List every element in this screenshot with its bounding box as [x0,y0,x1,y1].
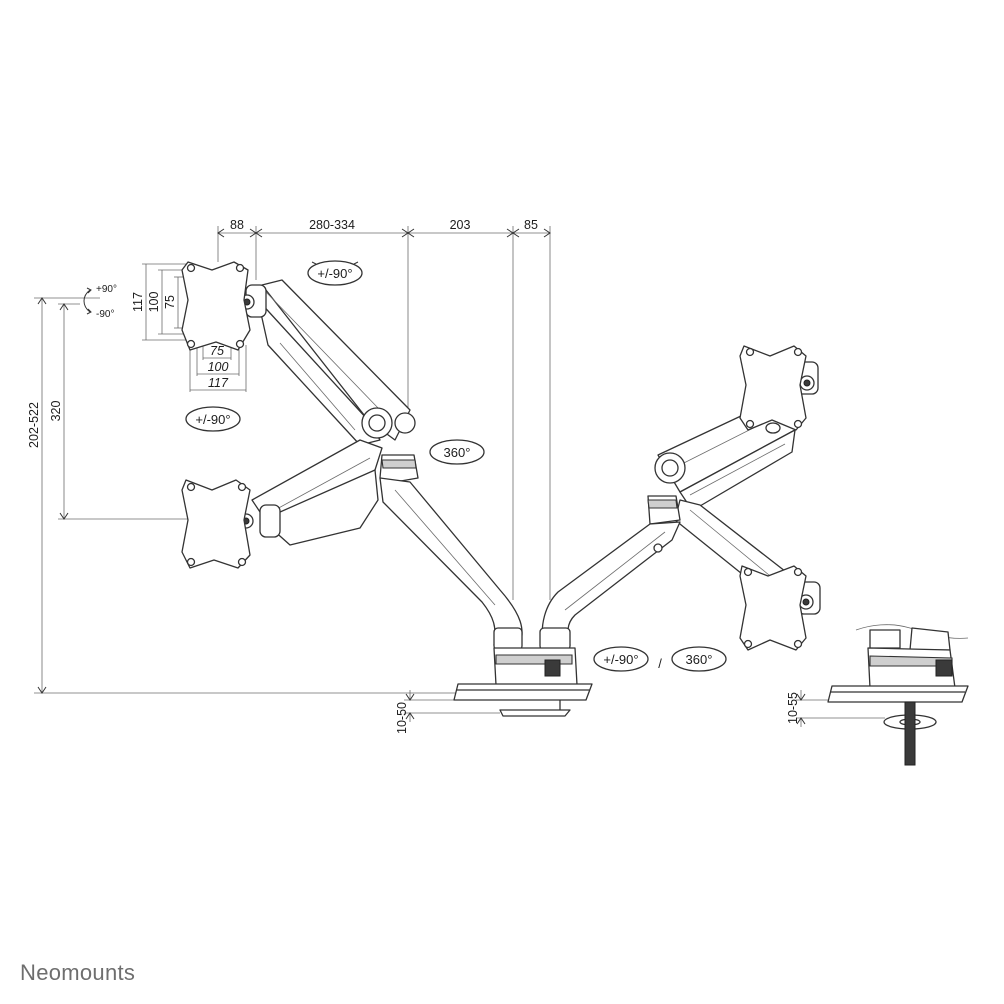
swivel-base-badge [671,646,727,672]
left-arm-upper [239,279,416,446]
dim-280-334: 280-334 [309,218,355,232]
left-arm-lower [238,439,383,546]
dim-203: 203 [450,218,471,232]
dim-320: 320 [49,401,63,422]
dim-85: 85 [524,218,538,232]
dim-117-horizontal: 117 [208,376,229,390]
rotation-minus90: -90° [96,309,114,320]
rotation-separator: / [658,656,662,671]
dim-10-50: 10-50 [395,702,409,734]
rotation-tilt-top: +/-90° [317,266,352,281]
vesa-plate-upper-left [181,261,251,351]
dim-88: 88 [230,218,244,232]
desk-clamp-base [453,647,593,717]
dimension-lines [34,226,885,727]
brand-logo: Neomounts [20,960,136,985]
vesa-plate-upper-right [739,345,807,431]
dim-117-vertical: 117 [131,292,145,312]
left-pole [379,454,523,651]
dim-100-vertical: 100 [147,292,161,313]
swivel-arm-badge [429,439,485,465]
tilt-base-badge [593,646,649,672]
vesa-plate-lower-left [181,479,251,569]
tilt-mid-badge [185,406,241,432]
rotation-tilt-mid: +/-90° [195,412,230,427]
grommet-mount [827,624,969,766]
dim-100-horizontal: 100 [208,360,229,374]
dim-202-522: 202-522 [27,402,41,448]
rotation-indicators [83,260,727,672]
vesa-plate-lower-right [739,565,807,651]
dim-75-vertical: 75 [163,295,177,309]
rotation-swivel-base: 360° [686,652,713,667]
rotation-tilt-base: +/-90° [603,652,638,667]
rotation-plus90: +90° [96,284,117,295]
dim-10-55: 10-55 [786,692,800,724]
right-pole [539,495,681,651]
rotation-swivel-arm: 360° [444,445,471,460]
dim-75-horizontal: 75 [210,344,224,358]
tilt-top-badge [307,260,363,286]
